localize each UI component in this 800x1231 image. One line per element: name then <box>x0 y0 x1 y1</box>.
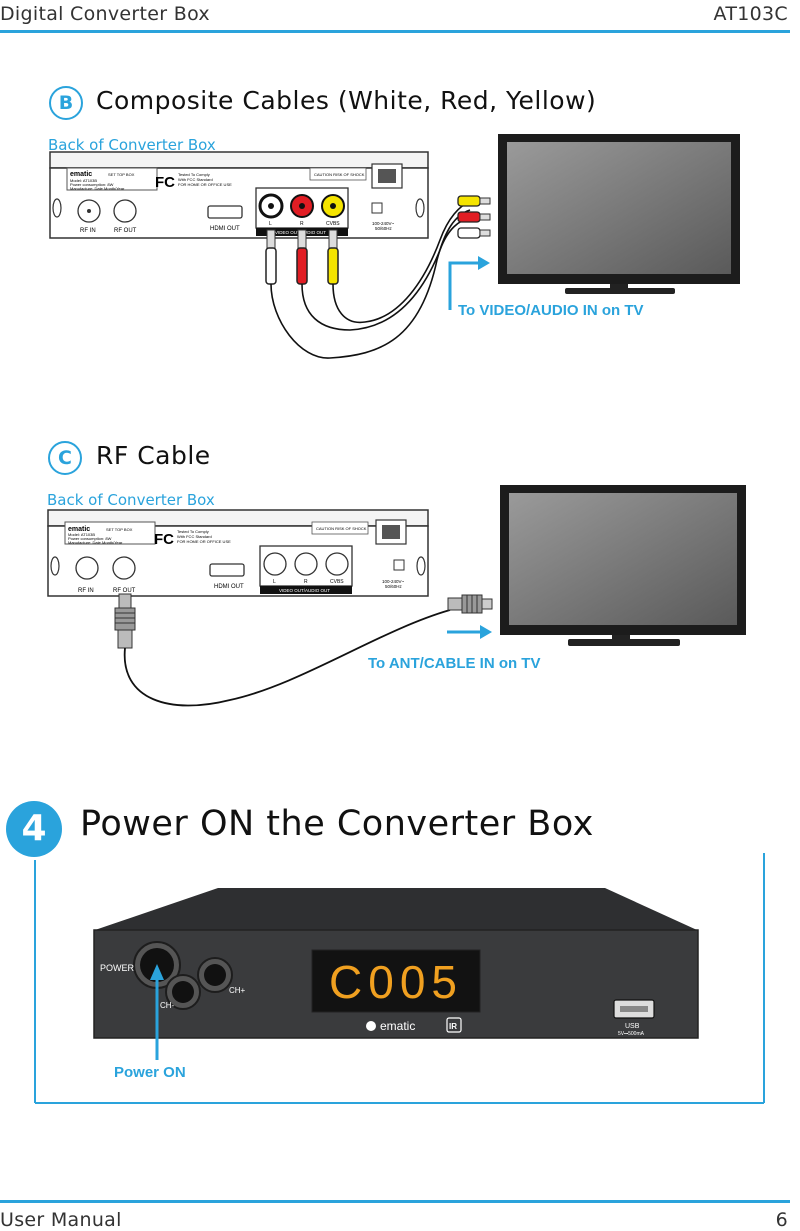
rf-diagram: ematic SET TOP BOX Model: AT103B Power c… <box>47 485 746 707</box>
header-rule <box>0 30 790 33</box>
box-model-c: Model: AT103B <box>68 532 95 537</box>
rf-in-label: RF IN <box>80 228 96 234</box>
led-display <box>311 949 481 1013</box>
video-audio-out-label-c: VIDEO OUT/AUDIO OUT <box>279 588 330 593</box>
coax-connector-tv <box>447 594 493 614</box>
caution-text: CAUTION RISK OF SHOCK <box>314 172 365 177</box>
coax-connector-box <box>114 593 136 649</box>
composite-diagram: ematic SET TOP BOX Model: AT103B Power c… <box>49 134 740 359</box>
jack-cvbs-label: CVBS <box>326 221 340 227</box>
rca-plugs-box-end <box>265 229 339 285</box>
box-type: SET TOP BOX <box>108 172 135 177</box>
box-power-c: Power consumption: 8W <box>68 536 112 541</box>
step-4-badge: 4 <box>6 801 62 857</box>
power-on-note: Power ON <box>114 1064 186 1081</box>
rf-in-jack-c <box>75 556 99 580</box>
box-power: Power consumption: 8W <box>70 182 114 187</box>
fcc-text-1-c: Tested To Comply <box>177 529 209 534</box>
box-brand-c: ematic <box>68 526 90 533</box>
rf-in-label-c: RF IN <box>78 588 94 594</box>
section-c-title: RF Cable <box>96 441 211 470</box>
jack-l-label-c: L <box>273 579 276 585</box>
fcc-text-3-c: FOR HOME OR OFFICE USE <box>177 539 231 544</box>
section-b-badge: B <box>49 86 83 120</box>
usb-spec: 5V⎓500mA <box>618 1031 645 1037</box>
converter-box-front: POWER CH- CH+ C005 ematic IR USB 5V⎓500m… <box>93 888 699 1039</box>
page-number: 6 <box>775 1209 788 1231</box>
footer-rule <box>0 1200 790 1203</box>
tv-composite <box>498 134 740 294</box>
header-title: Digital Converter Box <box>0 3 210 25</box>
jack-l-label: L <box>269 221 272 227</box>
usb-label: USB <box>625 1023 640 1030</box>
tv-rf <box>500 485 746 646</box>
fcc-mark-c: FC <box>154 531 174 548</box>
hdmi-port <box>207 205 243 219</box>
fcc-text-2: With FCC Standard <box>178 177 213 182</box>
rf-out-label-c: RF OUT <box>113 588 136 594</box>
step-4-title: Power ON the Converter Box <box>80 804 594 844</box>
rf-out-label: RF OUT <box>114 228 137 234</box>
front-brand: ematic <box>380 1019 415 1033</box>
section-c-back-label: Back of Converter Box <box>47 491 215 509</box>
section-b-title: Composite Cables (White, Red, Yellow) <box>96 86 597 115</box>
section-c-note: To ANT/CABLE IN on TV <box>368 655 541 672</box>
ch-plus-button[interactable] <box>204 964 226 986</box>
box-type-c: SET TOP BOX <box>106 527 133 532</box>
fcc-text-3: FOR HOME OR OFFICE USE <box>178 182 232 187</box>
footer-left: User Manual <box>0 1209 122 1231</box>
section-b-back-label: Back of Converter Box <box>48 136 216 154</box>
ematic-logo-icon <box>366 1021 376 1031</box>
rf-out-jack-c <box>112 556 136 580</box>
converter-box-back-rf: ematic SET TOP BOX Model: AT103B Power c… <box>47 509 429 597</box>
hdmi-label: HDMI OUT <box>210 226 240 232</box>
power-spec-2: 50/60Hz <box>375 226 393 231</box>
display-text: C005 <box>329 956 463 1008</box>
converter-box-back: ematic SET TOP BOX Model: AT103B Power c… <box>49 151 429 239</box>
jack-cvbs-label-c: CVBS <box>330 579 344 585</box>
box-manufacture-c: Manufacture: Date Month/Year <box>68 540 123 545</box>
ch-minus-label: CH- <box>160 1001 175 1010</box>
power-label: POWER <box>100 963 135 973</box>
ch-minus-button[interactable] <box>172 981 194 1003</box>
power-on-diagram: POWER CH- CH+ C005 ematic IR USB 5V⎓500m… <box>34 853 765 1104</box>
fcc-mark: FC <box>155 174 175 191</box>
box-brand: ematic <box>70 171 92 178</box>
section-c-badge: C <box>48 441 82 475</box>
caution-text-c: CAUTION RISK OF SHOCK <box>316 526 367 531</box>
box-model: Model: AT103B <box>70 178 97 183</box>
hdmi-label-c: HDMI OUT <box>214 584 244 590</box>
rca-plugs-tv-end <box>457 195 491 239</box>
header-model: AT103C <box>713 3 788 25</box>
section-b-note: To VIDEO/AUDIO IN on TV <box>458 302 644 319</box>
fcc-text-2-c: With FCC Standard <box>177 534 212 539</box>
jack-r-label-c: R <box>304 579 308 585</box>
hdmi-port-c <box>209 563 245 577</box>
rf-out-jack <box>113 199 137 223</box>
jack-r-label: R <box>300 221 304 227</box>
ir-label: IR <box>449 1022 457 1031</box>
ch-plus-label: CH+ <box>229 986 246 995</box>
power-spec-1: 100-240V~ <box>372 221 395 226</box>
power-spec-1-c: 100-240V~ <box>382 579 405 584</box>
power-spec-2-c: 50/60Hz <box>385 584 403 589</box>
fcc-text-1: Tested To Comply <box>178 172 210 177</box>
box-manufacture: Manufacture: Date Month/Year <box>70 186 125 191</box>
